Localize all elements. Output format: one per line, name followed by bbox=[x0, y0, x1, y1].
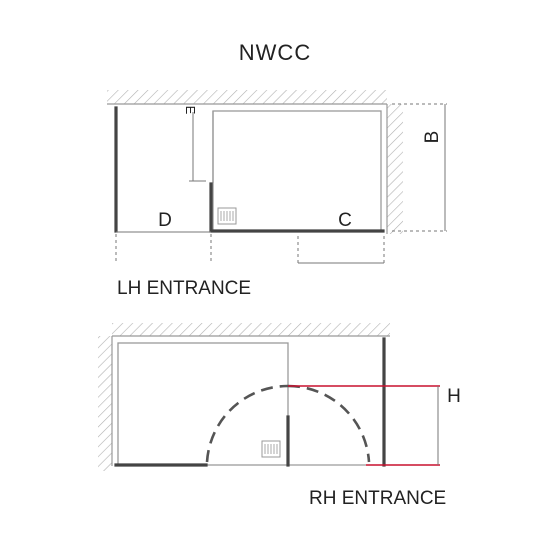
left-wall-hatch bbox=[98, 336, 112, 471]
dim-b-label: B bbox=[422, 131, 443, 144]
dim-d-label: D bbox=[158, 210, 172, 231]
drain-icon bbox=[261, 440, 281, 458]
door-swing-arc-right bbox=[287, 384, 371, 463]
door-swing-arc-left bbox=[205, 384, 289, 463]
top-wall-hatch bbox=[107, 90, 387, 104]
dim-h-label: H bbox=[447, 386, 461, 407]
lh-entrance-caption: LH ENTRANCE bbox=[117, 278, 251, 299]
drain-icon bbox=[217, 207, 237, 225]
dim-e-label: E bbox=[183, 106, 198, 115]
dim-c-label: C bbox=[338, 210, 352, 231]
lh-entrance-diagram: E D C B LH ENTRANCE bbox=[107, 90, 447, 299]
page-title: NWCC bbox=[239, 40, 311, 65]
top-wall-hatch bbox=[112, 323, 390, 336]
front-glass-panel bbox=[209, 182, 385, 233]
rh-entrance-diagram: H RH ENTRANCE bbox=[98, 323, 461, 509]
rh-entrance-caption: RH ENTRANCE bbox=[309, 488, 446, 509]
right-wall-hatch bbox=[387, 104, 403, 234]
shower-tray-outline bbox=[212, 110, 382, 232]
